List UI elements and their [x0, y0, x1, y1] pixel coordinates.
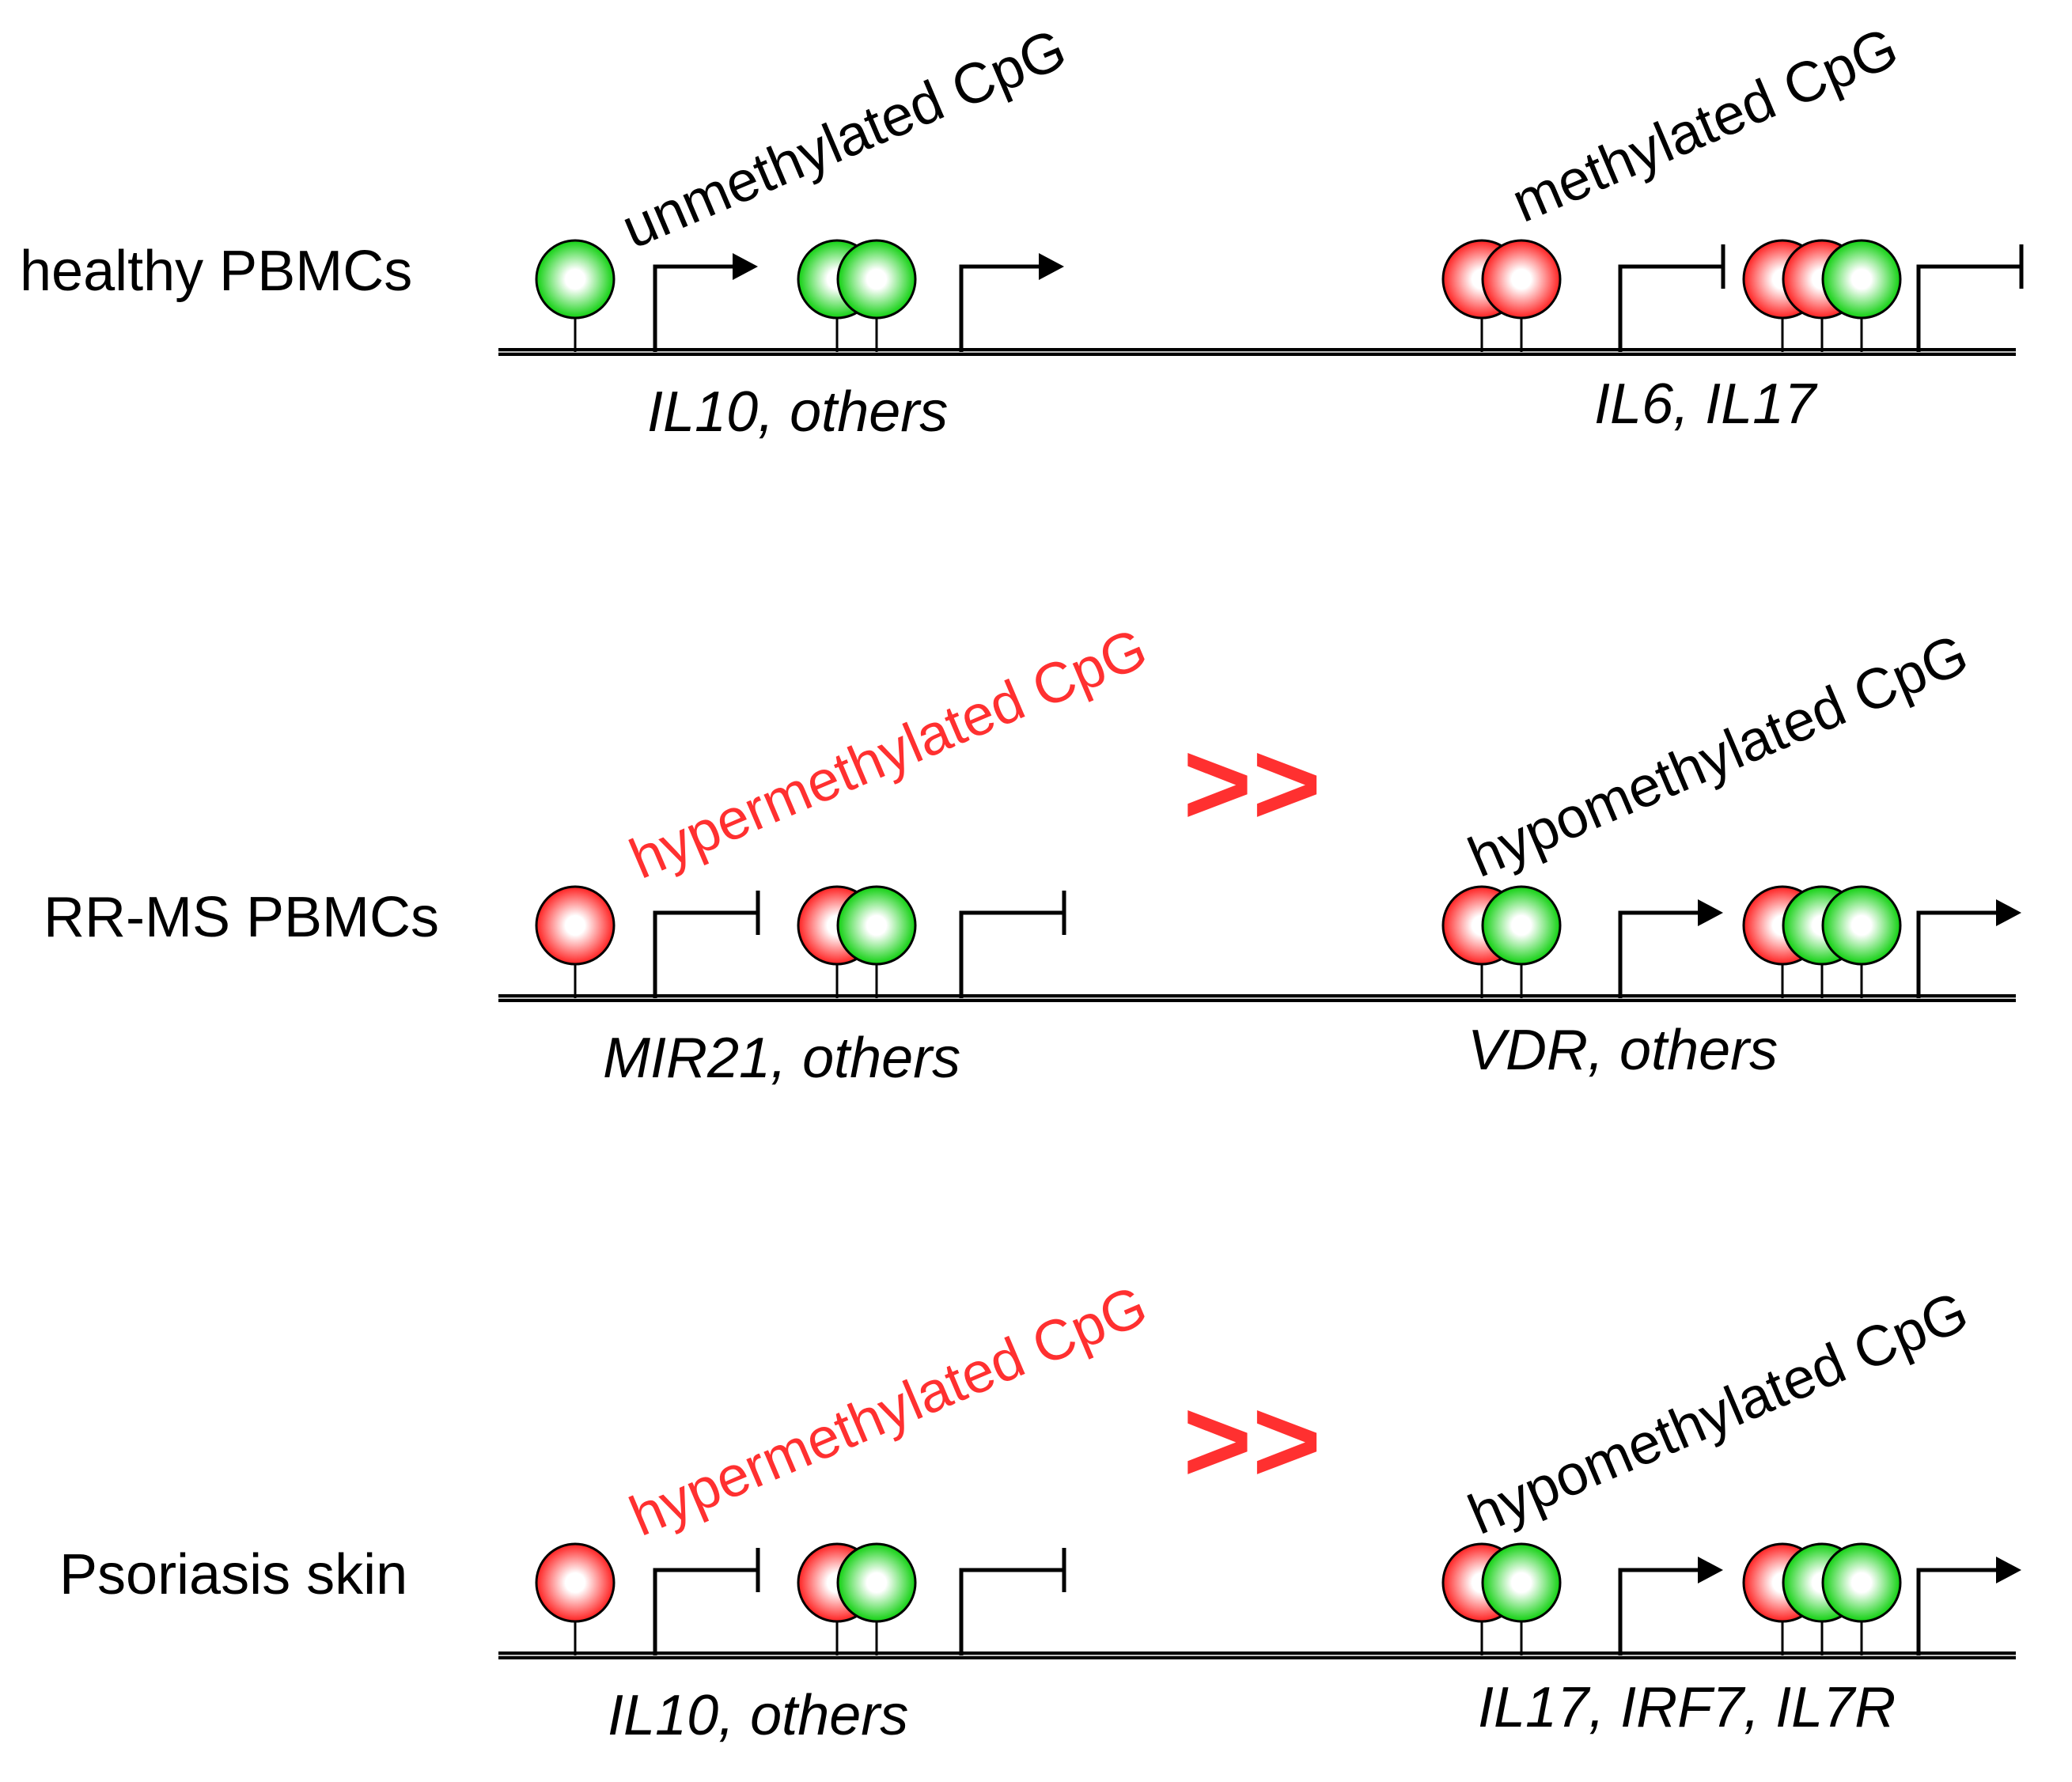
left-cpg-label: hypermethylated CpG: [621, 1273, 1156, 1548]
row-label: Psoriasis skin: [59, 1543, 407, 1606]
arrowhead-active: [733, 253, 758, 280]
right-gene-label: IL6, IL17: [1594, 373, 1818, 436]
promoter-arrow: [1618, 1568, 1706, 1655]
unmethylated-cpg-site: [836, 1542, 917, 1623]
unmethylated-cpg-site: [1481, 885, 1562, 966]
promoter-arrow: [1916, 264, 2021, 352]
arrowhead-active: [1698, 899, 1723, 926]
methylated-cpg-site: [535, 885, 616, 966]
unmethylated-cpg-site: [1821, 885, 1902, 966]
right-cpg-label: methylated CpG: [1503, 16, 1907, 235]
row-label: RR-MS PBMCs: [44, 886, 439, 949]
unmethylated-cpg-site: [1481, 1542, 1562, 1623]
greater-than-comparator: >>: [1183, 717, 1321, 849]
unmethylated-cpg-site: [836, 239, 917, 320]
right-gene-label: VDR, others: [1468, 1019, 1778, 1082]
promoter-arrow: [653, 1568, 758, 1655]
promoter-arrow: [959, 264, 1047, 352]
arrowhead-active: [1996, 899, 2021, 926]
right-cpg-label: hypomethylated CpG: [1460, 1280, 1977, 1547]
arrowhead-active: [1996, 1557, 2021, 1583]
methylated-cpg-site: [535, 1542, 616, 1623]
arrowhead-active: [1698, 1557, 1723, 1583]
promoter-arrow: [653, 264, 741, 352]
right-cpg-label: hypomethylated CpG: [1460, 622, 1977, 890]
left-gene-label: IL10, others: [608, 1684, 908, 1747]
row-label: healthy PBMCs: [20, 240, 412, 303]
promoter-arrow: [959, 1568, 1064, 1655]
left-gene-label: MIR21, others: [603, 1027, 960, 1090]
promoter-arrow: [653, 910, 758, 998]
promoter-arrow: [1916, 910, 2004, 998]
unmethylated-cpg-site: [1821, 239, 1902, 320]
arrowhead-active: [1039, 253, 1064, 280]
promoter-arrow: [1618, 264, 1723, 352]
greater-than-comparator: >>: [1183, 1374, 1321, 1507]
left-cpg-label: hypermethylated CpG: [621, 616, 1156, 891]
methylated-cpg-site: [1481, 239, 1562, 320]
unmethylated-cpg-site: [1821, 1542, 1902, 1623]
unmethylated-cpg-site: [535, 239, 616, 320]
left-cpg-label: unmethylated CpG: [613, 17, 1075, 261]
promoter-arrow: [959, 910, 1064, 998]
promoter-arrow: [1618, 910, 1706, 998]
unmethylated-cpg-site: [836, 885, 917, 966]
left-gene-label: IL10, others: [647, 380, 948, 444]
right-gene-label: IL17, IRF7, IL7R: [1478, 1676, 1896, 1739]
promoter-arrow: [1916, 1568, 2004, 1655]
